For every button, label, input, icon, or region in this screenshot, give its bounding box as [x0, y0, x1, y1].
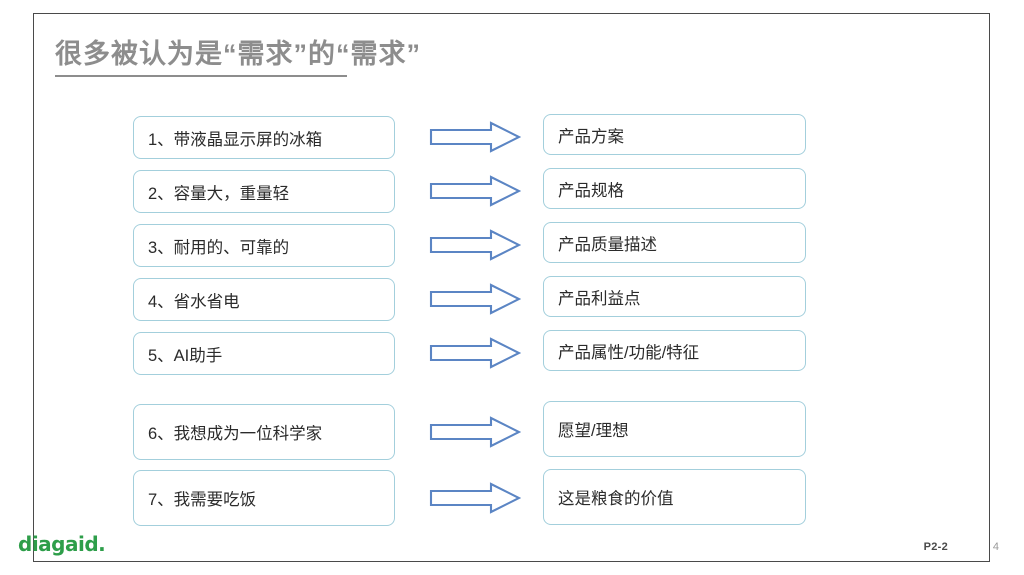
logo-dot: .: [98, 532, 106, 556]
requirement-category-box[interactable]: 这是粮食的价值: [543, 469, 806, 525]
requirement-category-box[interactable]: 产品利益点: [543, 276, 806, 317]
right-arrow-icon: [425, 336, 525, 370]
requirement-category-box[interactable]: 产品方案: [543, 114, 806, 155]
need-statement-box[interactable]: 6、我想成为一位科学家: [133, 404, 395, 460]
need-statement-box[interactable]: 4、省水省电: [133, 278, 395, 321]
right-arrow-icon: [425, 481, 525, 515]
page-number: 4: [992, 541, 999, 553]
requirement-category-box[interactable]: 产品质量描述: [543, 222, 806, 263]
page-code: P2-2: [923, 541, 948, 553]
right-arrow-icon: [425, 120, 525, 154]
right-arrow-icon: [425, 174, 525, 208]
right-arrow-icon: [425, 415, 525, 449]
right-arrow-icon: [425, 228, 525, 262]
logo-text: diagaid: [18, 532, 99, 556]
page-title: 很多被认为是“需求”的“需求”: [55, 39, 421, 69]
need-statement-box[interactable]: 2、容量大，重量轻: [133, 170, 395, 213]
need-statement-box[interactable]: 3、耐用的、可靠的: [133, 224, 395, 267]
need-statement-box[interactable]: 7、我需要吃饭: [133, 470, 395, 526]
requirement-category-box[interactable]: 产品规格: [543, 168, 806, 209]
right-arrow-icon: [425, 282, 525, 316]
requirement-category-box[interactable]: 愿望/理想: [543, 401, 806, 457]
diagaid-logo: diagaid.: [18, 532, 106, 556]
requirement-category-box[interactable]: 产品属性/功能/特征: [543, 330, 806, 371]
need-statement-box[interactable]: 5、AI助手: [133, 332, 395, 375]
title-underline: [55, 75, 347, 77]
need-statement-box[interactable]: 1、带液晶显示屏的冰箱: [133, 116, 395, 159]
